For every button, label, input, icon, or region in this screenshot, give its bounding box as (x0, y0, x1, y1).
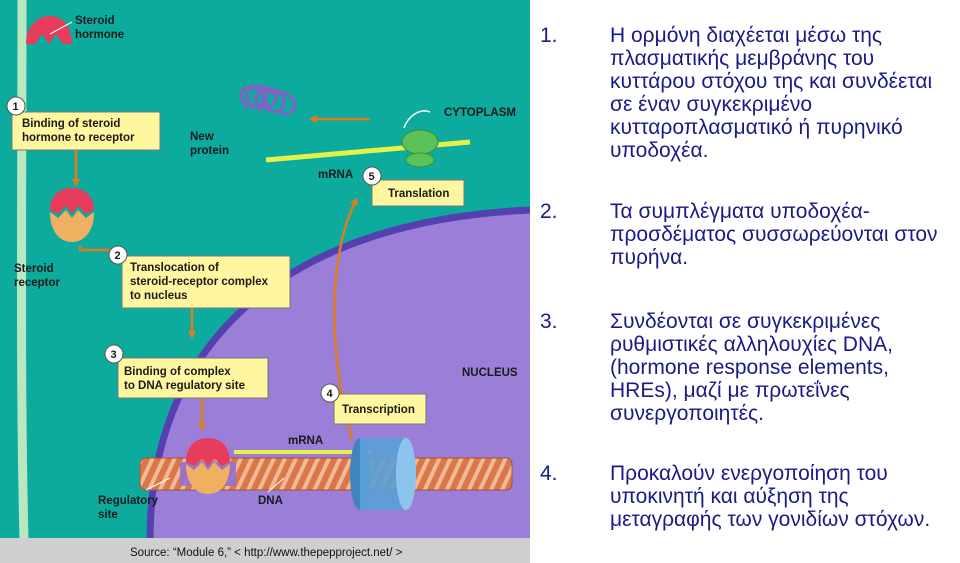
mrna-top-label: mRNA (318, 169, 353, 181)
steroid-hormone-shape (26, 16, 72, 44)
new-protein-label-1: New (190, 131, 214, 143)
explanation-step-1-text: Η ορμόνη διαχέεται μέσω της πλασματικής … (610, 24, 933, 162)
ribosome-small (405, 152, 435, 168)
explanation-step-4-number: 4. (540, 462, 558, 485)
source-bar (0, 538, 530, 563)
steroid-hormone-label-1: Steroid (75, 15, 115, 27)
step-2-box (121, 255, 291, 309)
explanation-step-4-text: Προκαλούν ενεργοποίηση του υποκινητή και… (610, 462, 931, 531)
step-3-line-2: to DNA regulatory site (124, 380, 245, 392)
rna-polymerase-front (396, 438, 416, 510)
step-5-number: 5 (369, 171, 375, 183)
step-2-line-1: Translocation of (130, 262, 219, 274)
source-label: Source: “Module 6,” < http://www.thepepp… (130, 547, 403, 559)
step-3-box (117, 357, 269, 399)
new-protein-shape (239, 84, 296, 115)
new-protein-label-2: protein (190, 145, 229, 157)
cell-membrane (17, 0, 29, 541)
dna-label: DNA (258, 495, 283, 507)
diagram-canvas: Source: “Module 6,” < http://www.thepepp… (0, 0, 530, 563)
bound-hormone (186, 438, 230, 466)
cytoplasm-label: CYTOPLASM (444, 107, 516, 119)
step-5-line-1: Translation (388, 188, 449, 200)
steroid-hormone-diagram: Source: “Module 6,” < http://www.thepepp… (0, 0, 530, 563)
step-1-box (11, 111, 161, 151)
step-4-box (333, 393, 427, 425)
explanation-step-2-text: Τα συμπλέγματα υποδοχέα-προσδέματος συσσ… (610, 200, 938, 269)
step-2-line-3: to nucleus (130, 290, 188, 302)
explanation-step-3-text: Συνδέονται σε συγκεκριμένες ρυθμιστικές … (610, 310, 893, 425)
step-1-line-2: hormone to receptor (22, 132, 135, 144)
explanation-step-2-number: 2. (540, 200, 558, 223)
steroid-hormone-label-2: hormone (75, 29, 124, 41)
step-1-number: 1 (13, 101, 19, 113)
explanation-step-3-number: 3. (540, 310, 558, 333)
step-3-number: 3 (111, 349, 117, 361)
step-2-number: 2 (115, 250, 121, 262)
ribosome-large (401, 129, 439, 155)
bound-receptor (186, 462, 230, 494)
steroid-receptor-shape (50, 210, 94, 242)
regulatory-site-label-1: Regulatory (98, 495, 159, 507)
explanation-step-1-number: 1. (540, 24, 558, 47)
step-3-line-1: Binding of complex (124, 366, 231, 378)
nucleus-label: NUCLEUS (462, 367, 518, 379)
step-4-number: 4 (327, 388, 334, 400)
step-5-box (371, 179, 465, 207)
hormone-on-receptor (50, 188, 94, 214)
steroid-receptor-label-1: Steroid (14, 263, 54, 275)
steroid-receptor-label-2: receptor (14, 277, 61, 289)
step-4-line-1: Transcription (342, 404, 415, 416)
mrna-bottom-label: mRNA (288, 435, 323, 447)
step-1-line-1: Binding of steroid (22, 118, 120, 130)
regulatory-site-label-2: site (98, 509, 118, 521)
step-2-line-2: steroid-receptor complex (130, 276, 269, 288)
